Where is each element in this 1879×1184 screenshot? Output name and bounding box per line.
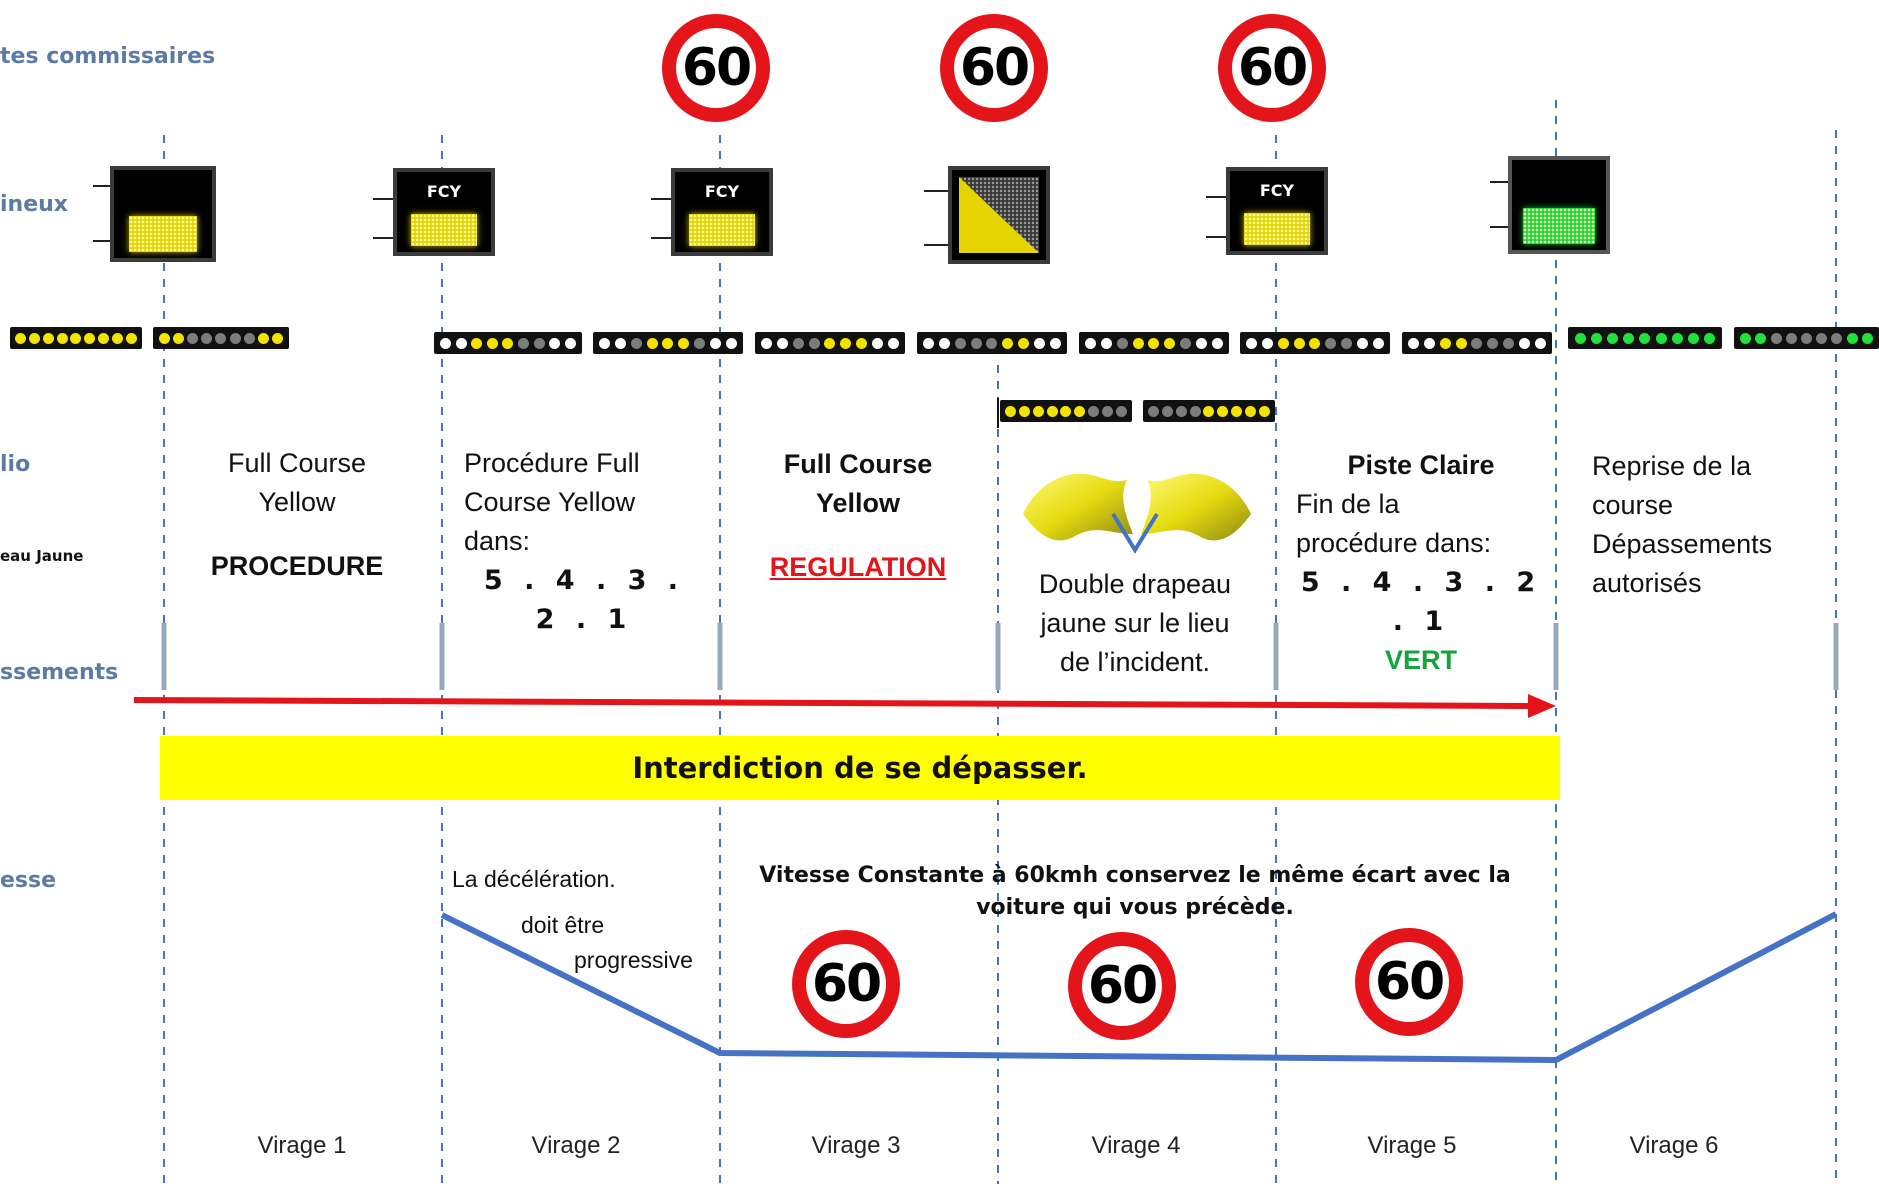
no-overtake-arrow [133,697,1533,709]
light-panel-fcy: FCY [671,168,773,256]
led-strip [1143,400,1275,422]
col4-text: Double drapeau jaune sur le lieu de l’in… [1038,569,1232,677]
led-strip [593,332,743,354]
led-strip [1402,332,1552,354]
virage-label-5: Virage 5 [1367,1132,1457,1159]
speed-limit-sign: 60 [662,14,770,122]
light-panel-fcy: FCY [393,168,495,256]
speed-limit-sign: 60 [1218,14,1326,122]
light-panel-yellow [110,166,216,262]
virage-label-3: Virage 3 [811,1132,901,1159]
light-panel-green [1508,156,1610,254]
led-strip-green [1568,327,1722,349]
col3-text: Full Course Yellow REGULATION [769,449,947,582]
row-label-lumineux: ineux [0,192,68,217]
double-yellow-flag-icon [1023,473,1251,554]
col5-text: Piste Claire Fin de la procédure dans: 5… [1296,450,1542,675]
row-label-vitesse: esse [0,868,57,893]
decel-note-1: La décélération. [452,866,616,892]
virage-label-6: Virage 6 [1629,1132,1719,1159]
speed-limit-sign: 60 [1355,928,1463,1036]
led-strip [1000,400,1132,422]
row-label-drapeau-jaune: eau Jaune [0,547,84,565]
led-strip [1079,332,1229,354]
arrow-head [1528,694,1556,718]
virage-label-1: Virage 1 [257,1132,347,1159]
led-strip [434,332,582,354]
light-panel-fcy: FCY [1226,167,1328,255]
col6-text: Reprise de la course Dépassements autori… [1592,451,1773,598]
speed-limit-sign: 60 [940,14,1048,122]
row-label-depassements: ssements [0,660,119,685]
row-label-commissaires: tes commissaires [0,44,216,69]
decel-note-2: doit être [521,912,605,938]
virage-label-2: Virage 2 [531,1132,621,1159]
led-strip [1240,332,1390,354]
constant-speed-note: Vitesse Constante à 60kmh conservez le m… [759,863,1511,920]
led-strip-green [1734,327,1879,349]
row-label-radio: lio [0,452,31,477]
col1-text: Full Course Yellow PROCEDURE [210,448,384,581]
light-panel-double-yellow [948,166,1050,264]
led-strip [755,332,905,354]
speed-limit-sign: 60 [1068,932,1176,1040]
led-strip [10,327,142,349]
decel-note-3: progressive [574,947,693,973]
led-strip [153,327,289,349]
speed-profile-line [440,911,1838,1064]
virage-label-4: Virage 4 [1091,1132,1181,1159]
speed-limit-sign: 60 [792,930,900,1038]
led-strip [917,332,1067,354]
no-overtaking-banner: Interdiction de se dépasser. [160,736,1560,800]
col2-text: Procédure Full Course Yellow dans: 5 . 4… [464,448,685,635]
